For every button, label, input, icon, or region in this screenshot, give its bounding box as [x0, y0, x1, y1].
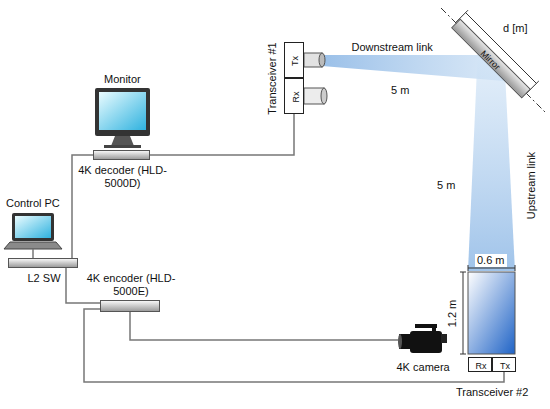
width-dimension [468, 268, 515, 269]
node-label: Transceiver #1 [266, 42, 279, 114]
rx-box: Rx [468, 357, 492, 372]
transceiver-unit: Transceiver #1 TxRx [262, 42, 306, 114]
camera-lens [399, 334, 412, 349]
node-label: Rx [476, 361, 487, 371]
tx-lens-face [319, 53, 325, 67]
camera: 4K camera [398, 322, 448, 358]
dimension-tick [460, 354, 466, 355]
node-label: Tx [500, 361, 510, 371]
tx-box: Tx [492, 357, 516, 372]
rx-lens-face [321, 88, 327, 104]
laptop-frame [12, 213, 54, 241]
tx-box: Tx [284, 42, 304, 78]
encoder-box: 4K encoder (HLD-5000E) [100, 300, 160, 312]
node-label: Control PC [6, 197, 60, 210]
decoder-box: 4K decoder (HLD-5000D) [93, 150, 150, 160]
control-pc: Control PC [4, 213, 62, 249]
node-label: Monitor [104, 73, 141, 86]
laptop-base [4, 242, 62, 249]
dimension-label: d [m] [503, 22, 527, 35]
monitor-frame [95, 88, 150, 136]
node-label: 4K encoder (HLD-5000E) [86, 272, 176, 298]
monitor: Monitor [95, 88, 150, 148]
node-label: Transceiver #2 [456, 386, 528, 399]
node-label: Rx [290, 92, 300, 103]
dimension-tick [515, 265, 516, 271]
laptop-screen [15, 216, 51, 238]
node-label: Mirror [479, 47, 503, 71]
receiver-panel [468, 272, 515, 354]
camera-body [410, 331, 442, 353]
cable [84, 309, 504, 382]
cable [130, 312, 398, 340]
rx-box: Rx [284, 78, 304, 114]
dimension-label: 5 m [437, 179, 455, 192]
dimension-label: Upstream link [525, 151, 538, 218]
l2-switch: L2 SW [8, 258, 78, 268]
node-label: Tx [290, 56, 300, 66]
mirror-axis [441, 8, 545, 112]
dimension-label: 0.6 m [475, 254, 507, 267]
node-label: 4K camera [397, 361, 450, 374]
dimension-label: 5 m [391, 84, 409, 97]
dimension-label: 1.2 m [446, 299, 459, 327]
monitor-stand [111, 136, 134, 146]
dimension-tick [460, 272, 466, 273]
dimension-label: Downstream link [352, 41, 433, 54]
monitor-screen [99, 92, 146, 130]
monitor-base [104, 145, 141, 148]
camera-handle-post [432, 324, 436, 332]
camera-viewfinder [441, 334, 447, 343]
cable [150, 114, 294, 155]
node-label: L2 SW [28, 272, 61, 285]
cable [32, 249, 34, 258]
camera-lens-front [398, 334, 402, 349]
dimension-tick [468, 265, 469, 271]
transceiver-unit: Transceiver #2RxTx [468, 357, 516, 372]
node-label: 4K decoder (HLD-5000D) [78, 164, 168, 190]
height-dimension [463, 272, 464, 354]
